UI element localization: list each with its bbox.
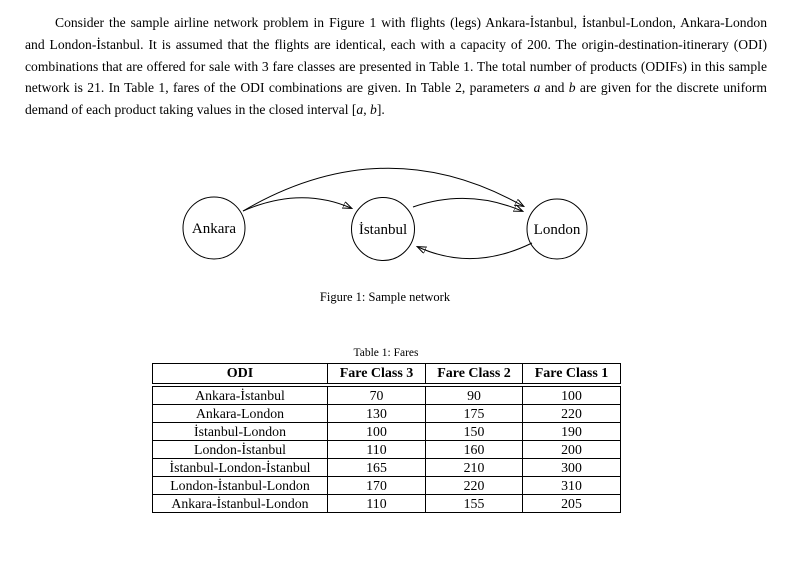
- paragraph-segment: a: [533, 80, 541, 96]
- paragraph-segment: a: [356, 102, 364, 118]
- fare-cell: 210: [425, 458, 523, 477]
- odi-cell: İstanbul-London-İstanbul: [152, 458, 328, 477]
- fare-cell: 110: [327, 440, 426, 459]
- odi-cell: İstanbul-London: [152, 422, 328, 441]
- fare-cell: 100: [522, 384, 621, 405]
- fare-cell: 110: [327, 494, 426, 513]
- table-caption: Table 1: Fares: [353, 347, 419, 359]
- paragraph-text: Consider the sample airline network prob…: [25, 12, 767, 121]
- node-london-label: London: [534, 222, 581, 238]
- node-ankara-label: Ankara: [192, 221, 236, 237]
- figure-caption: Figure 1: Sample network: [319, 290, 451, 304]
- paragraph-segment: b: [370, 102, 377, 118]
- fare-cell: 220: [522, 404, 621, 423]
- header-fare-class-2: Fare Class 2: [425, 363, 523, 387]
- fare-cell: 190: [522, 422, 621, 441]
- fare-cell: 165: [327, 458, 426, 477]
- fare-cell: 175: [425, 404, 523, 423]
- fare-cell: 130: [327, 404, 426, 423]
- node-london-circle: [526, 198, 588, 260]
- odi-cell: London-İstanbul-London: [152, 476, 328, 495]
- edge-london-istanbul: [418, 242, 533, 259]
- network-figure: Ankara İstanbul London: [182, 167, 588, 261]
- fare-cell: 170: [327, 476, 426, 495]
- header-odi: ODI: [152, 363, 328, 387]
- edge-ankara-london: [242, 167, 523, 212]
- odi-cell: Ankara-İstanbul: [152, 384, 328, 405]
- fare-cell: 220: [425, 476, 523, 495]
- header-fare-class-1: Fare Class 1: [522, 363, 621, 387]
- node-istanbul-label: İstanbul: [359, 222, 407, 238]
- fare-cell: 70: [327, 384, 426, 405]
- paragraph-segment: ].: [376, 102, 385, 118]
- odi-cell: Ankara-İstanbul-London: [152, 494, 328, 513]
- fare-cell: 90: [425, 384, 523, 405]
- fare-cell: 200: [522, 440, 621, 459]
- fare-cell: 310: [522, 476, 621, 495]
- fare-cell: 160: [425, 440, 523, 459]
- paragraph-segment: are given for the discrete uniform deman…: [25, 80, 767, 118]
- fare-cell: 100: [327, 422, 426, 441]
- fare-cell: 300: [522, 458, 621, 477]
- header-fare-class-3: Fare Class 3: [327, 363, 426, 387]
- edge-istanbul-london: [412, 197, 522, 211]
- fare-cell: 150: [425, 422, 523, 441]
- fares-table-header-row: ODI Fare Class 3 Fare Class 2 Fare Class…: [152, 363, 621, 387]
- node-ankara-circle: [182, 196, 246, 260]
- paragraph-segment: and: [540, 80, 569, 96]
- paragraph-segment: b: [568, 80, 576, 96]
- paragraph-segment: ,: [363, 102, 371, 118]
- odi-cell: Ankara-London: [152, 404, 328, 423]
- fares-table: ODI Fare Class 3 Fare Class 2 Fare Class…: [152, 363, 621, 513]
- fare-cell: 205: [522, 494, 621, 513]
- fare-cell: 155: [425, 494, 523, 513]
- odi-cell: London-İstanbul: [152, 440, 328, 459]
- node-istanbul-circle: [351, 197, 415, 261]
- edge-ankara-istanbul: [242, 197, 351, 212]
- paragraph-segment: Consider the sample airline network prob…: [25, 15, 767, 96]
